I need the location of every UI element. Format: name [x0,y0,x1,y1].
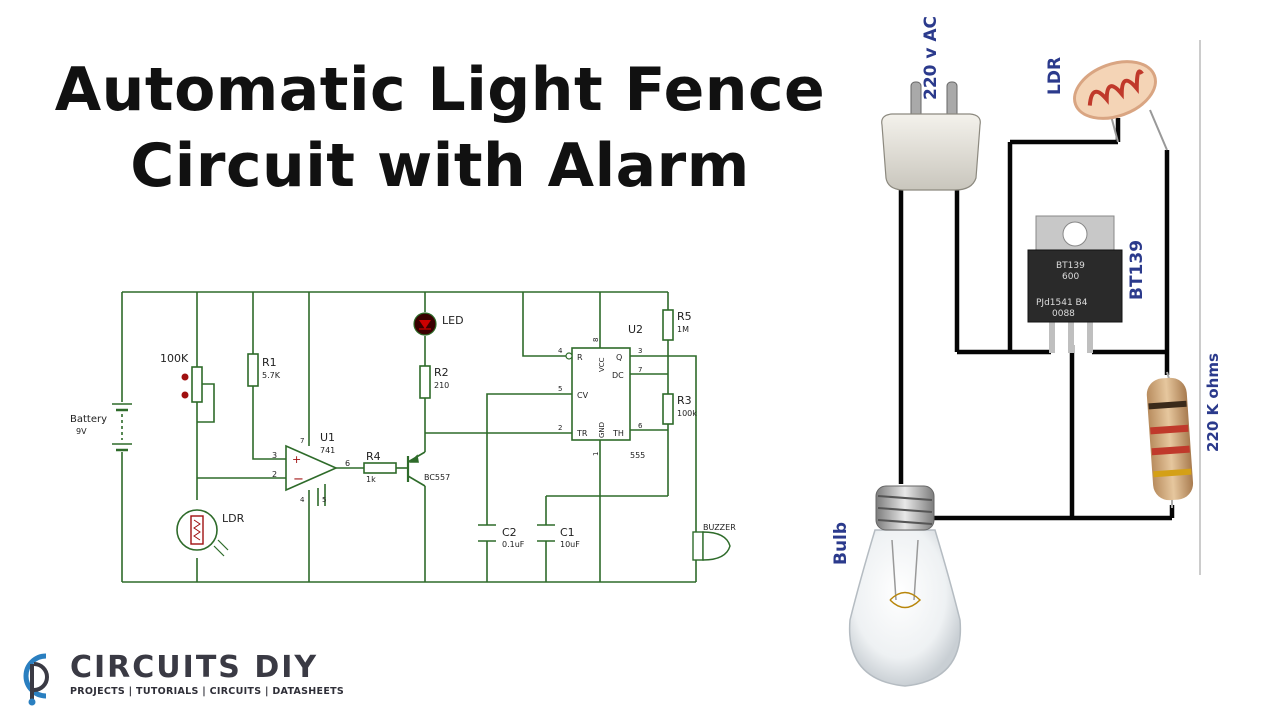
u1-pin3: 3 [272,451,277,460]
pin-3-number: 3 [638,347,642,355]
r5-label: R5 [677,310,692,323]
r3-label: R3 [677,394,692,407]
battery-label: Battery [70,414,107,425]
c2-label: C2 [502,526,517,539]
plug-label: 220 v AC [921,16,941,100]
timer-555 [565,347,631,441]
title-line-1: Automatic Light Fence [54,55,826,125]
pin-cv-label: CV [577,391,589,400]
triac-marking-3: PJd1541 B4 [1036,298,1088,308]
potentiometer-symbol [181,366,203,403]
triac-marking-2: 600 [1062,272,1079,282]
pin-6-number: 6 [638,422,643,430]
pin-dc-label: DC [612,371,624,380]
c1-capacitor [537,524,555,542]
led-label: LED [442,314,464,327]
r2-value: 210 [434,381,449,390]
r3-value: 100k [677,409,697,418]
u2-value: 555 [630,451,645,460]
pin-4-number: 4 [558,347,563,355]
r5-resistor [662,309,674,341]
r4-value: 1k [366,475,376,484]
pin-5-number: 5 [558,385,562,393]
pin-7-number: 7 [638,366,642,374]
r1-value: 5.7K [262,371,281,380]
u1-pin7: 7 [300,437,304,445]
c2-capacitor [478,524,496,542]
u1-pin2: 2 [272,470,277,479]
transistor-bc557 [406,451,426,487]
ldr-photo-label: LDR [1045,57,1065,95]
pin-2-number: 2 [558,424,562,432]
u1-pin6: 6 [345,459,350,468]
u2-label: U2 [628,323,643,336]
u1-pin5: 5 [322,496,326,504]
bulb-label: Bulb [831,522,851,565]
r3-resistor [662,393,674,425]
schematic-wires [121,291,697,583]
u1-label: U1 [320,431,335,444]
transistor-label: BC557 [424,473,450,482]
ldr-symbol [176,509,229,557]
battery-value: 9V [76,427,87,436]
schematic-diagram: Battery 9V 100K R1 5.7K LDR + − U1 741 3… [70,291,736,583]
svg-text:+: + [292,453,301,466]
triac-icon [1027,215,1123,353]
pot-label: 100K [160,352,189,365]
pin-gnd-label: GND [598,422,606,438]
bulb-icon [848,485,962,687]
opamp-u1: + − [285,444,338,492]
plug-icon [881,81,981,191]
c1-value: 10uF [560,540,580,549]
logo-brand-text: CIRCUITS DIY [70,650,319,685]
r1-resistor [247,353,259,387]
triac-marking-1: BT139 [1056,261,1085,271]
logo-tagline: PROJECTS | TUTORIALS | CIRCUITS | DATASH… [70,686,345,697]
pin-r-label: R [577,353,583,362]
led-symbol [413,312,437,336]
r1-label: R1 [262,356,277,369]
pin-8-number: 8 [592,338,600,342]
circuits-diy-logo[interactable]: CIRCUITS DIY PROJECTS | TUTORIALS | CIRC… [18,650,344,710]
r2-label: R2 [434,366,449,379]
u1-value: 741 [320,446,335,455]
wiring-wires [898,118,1175,521]
r4-label: R4 [366,450,381,463]
r5-value: 1M [677,325,689,334]
pin-tr-label: TR [576,429,588,438]
triac-label: BT139 [1127,240,1147,300]
c2-value: 0.1uF [502,540,525,549]
pin-1-number: 1 [592,452,600,456]
page-title: Automatic Light Fence Circuit with Alarm [40,52,840,204]
resistor-label: 220 K ohms [1204,353,1222,452]
title-line-2: Circuit with Alarm [130,131,750,201]
pin-vcc-label: VCC [598,357,606,372]
svg-text:−: − [293,472,304,487]
ldr-label: LDR [222,512,245,525]
pin-q-label: Q [616,353,622,362]
buzzer-label: BUZZER [703,523,736,532]
r4-resistor [363,462,397,474]
battery-symbol [112,403,132,452]
u1-pin4: 4 [300,496,305,504]
r2-resistor [419,365,431,399]
pin-th-label: TH [612,429,624,438]
logo-mark-icon [23,653,49,706]
ldr-icon [1073,60,1168,151]
resistor-icon [1146,371,1194,508]
buzzer-symbol [692,531,731,561]
triac-marking-4: 0088 [1052,309,1075,319]
c1-label: C1 [560,526,575,539]
